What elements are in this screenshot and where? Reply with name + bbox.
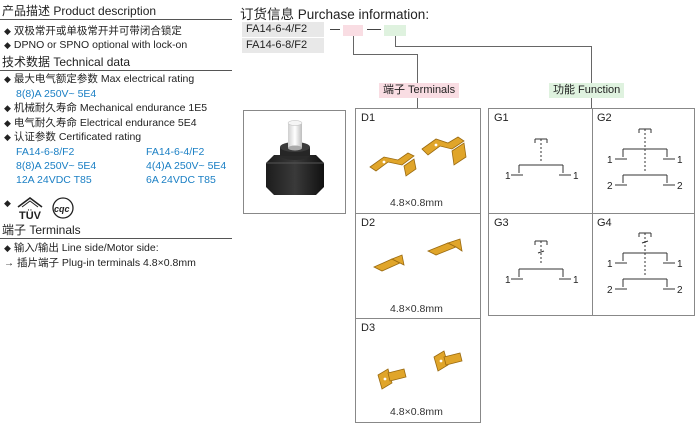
product-description-item: ◆双极常开或单极常开并可带闭合锁定 (4, 25, 182, 37)
plugin-terminals-text: →插片端子 Plug-in terminals 4.8×0.8mm (4, 257, 196, 269)
svg-text:1: 1 (677, 155, 683, 166)
svg-text:1: 1 (505, 275, 511, 286)
cqc-logo-icon: cqc (52, 197, 74, 219)
terminal-option-label: D1 (361, 112, 376, 124)
tuv-logo-icon: TÜV (17, 197, 43, 222)
svg-text:1: 1 (573, 275, 579, 286)
terminals-tag: 端子 Terminals (379, 83, 460, 98)
product-image-box (243, 110, 346, 214)
diamond-bullet-icon: ◆ (4, 118, 11, 128)
mechanical-endurance: ◆机械耐久寿命 Mechanical endurance 1E5 (4, 102, 208, 114)
terminal-code-slot (343, 25, 363, 36)
certificated-rating-label: ◆认证参数 Certificated rating (4, 131, 142, 143)
terminal-d2-icon (373, 238, 463, 272)
svg-text:2: 2 (607, 285, 613, 296)
function-g1-diagram-icon: 1 1 (505, 138, 579, 182)
diamond-bullet-icon: ◆ (4, 243, 11, 253)
product-description-heading: 产品描述 Product description (0, 3, 232, 20)
diamond-bullet-icon: ◆ (4, 40, 11, 50)
terminals-connector (417, 54, 418, 83)
diamond-bullet-icon: ◆ (4, 132, 11, 142)
cert-rating-b2: 6A 24VDC T85 (146, 174, 216, 186)
svg-text:cqc: cqc (54, 204, 70, 214)
divider (592, 109, 593, 315)
switch-photo-icon (266, 120, 324, 195)
terminal-dimension: 4.8×0.8mm (390, 406, 443, 418)
cert-rating-a1: 8(8)A 250V~ 5E4 (16, 160, 97, 172)
diamond-bullet-icon: ◆ (4, 198, 11, 208)
svg-text:1: 1 (573, 171, 579, 182)
terminals-connector (417, 98, 418, 108)
divider (356, 213, 480, 214)
terminal-d3-icon (377, 350, 463, 390)
svg-text:2: 2 (607, 181, 613, 192)
terminal-dimension: 4.8×0.8mm (390, 303, 443, 315)
function-options-box: G1 1 1 G2 1 1 2 2 G3 (488, 108, 695, 316)
terminal-options-box: D1 4.8×0.8mm D2 4.8×0.8mm D3 4.8×0.8mm (355, 108, 481, 423)
max-rating-label: ◆最大电气额定参数 Max electrical rating (4, 73, 195, 85)
divider (356, 318, 480, 319)
cert-model-a: FA14-6-8/F2 (16, 146, 75, 158)
terminal-option-label: D2 (361, 217, 376, 229)
function-g4-diagram-icon: 1 1 2 2 (607, 232, 683, 296)
electrical-endurance: ◆电气耐久寿命 Electrical endurance 5E4 (4, 117, 197, 129)
terminals-heading: 端子 Terminals (0, 222, 232, 239)
function-connector (395, 46, 591, 47)
function-option-label: G1 (494, 112, 509, 124)
diamond-bullet-icon: ◆ (4, 26, 11, 36)
svg-text:1: 1 (607, 155, 613, 166)
function-code-slot (384, 25, 406, 36)
cert-rating-b1: 4(4)A 250V~ 5E4 (146, 160, 227, 172)
terminal-dimension: 4.8×0.8mm (390, 197, 443, 209)
line-side-text: ◆输入/输出 Line side/Motor side: (4, 242, 159, 254)
separator-dash (330, 29, 340, 30)
function-connector (591, 46, 592, 83)
function-g3-diagram-icon: 1 1 (505, 240, 579, 286)
purchase-information-title: 订货信息 Purchase information: (240, 7, 430, 22)
function-option-label: G2 (597, 112, 612, 124)
technical-data-heading: 技术数据 Technical data (0, 54, 232, 71)
diamond-bullet-icon: ◆ (4, 74, 11, 84)
certification-logos: ◆ TÜV cqc (4, 197, 74, 222)
terminal-option-label: D3 (361, 322, 376, 334)
function-connector (395, 36, 396, 46)
max-rating-value: 8(8)A 250V~ 5E4 (16, 88, 97, 100)
function-tag: 功能 Function (549, 83, 625, 98)
terminals-connector (353, 54, 417, 55)
function-option-label: G3 (494, 217, 509, 229)
function-option-label: G4 (597, 217, 612, 229)
svg-text:1: 1 (607, 259, 613, 270)
divider (489, 213, 694, 214)
svg-text:2: 2 (677, 285, 683, 296)
svg-text:1: 1 (505, 171, 511, 182)
svg-text:1: 1 (677, 259, 683, 270)
terminals-connector (353, 36, 354, 54)
function-g2-diagram-icon: 1 1 2 2 (607, 128, 683, 192)
svg-text:2: 2 (677, 181, 683, 192)
arrow-right-icon: → (4, 258, 14, 269)
model-code-b: FA14-6-8/F2 (242, 38, 324, 53)
svg-text:TÜV: TÜV (19, 209, 42, 222)
product-description-item: ◆DPNO or SPNO optional with lock-on (4, 39, 188, 51)
model-code-a: FA14-6-4/F2 (242, 22, 324, 37)
diamond-bullet-icon: ◆ (4, 103, 11, 113)
cert-model-b: FA14-6-4/F2 (146, 146, 205, 158)
function-connector (591, 98, 592, 108)
cert-rating-a2: 12A 24VDC T85 (16, 174, 92, 186)
separator-dash (367, 29, 381, 30)
terminal-d1-icon (369, 136, 467, 177)
